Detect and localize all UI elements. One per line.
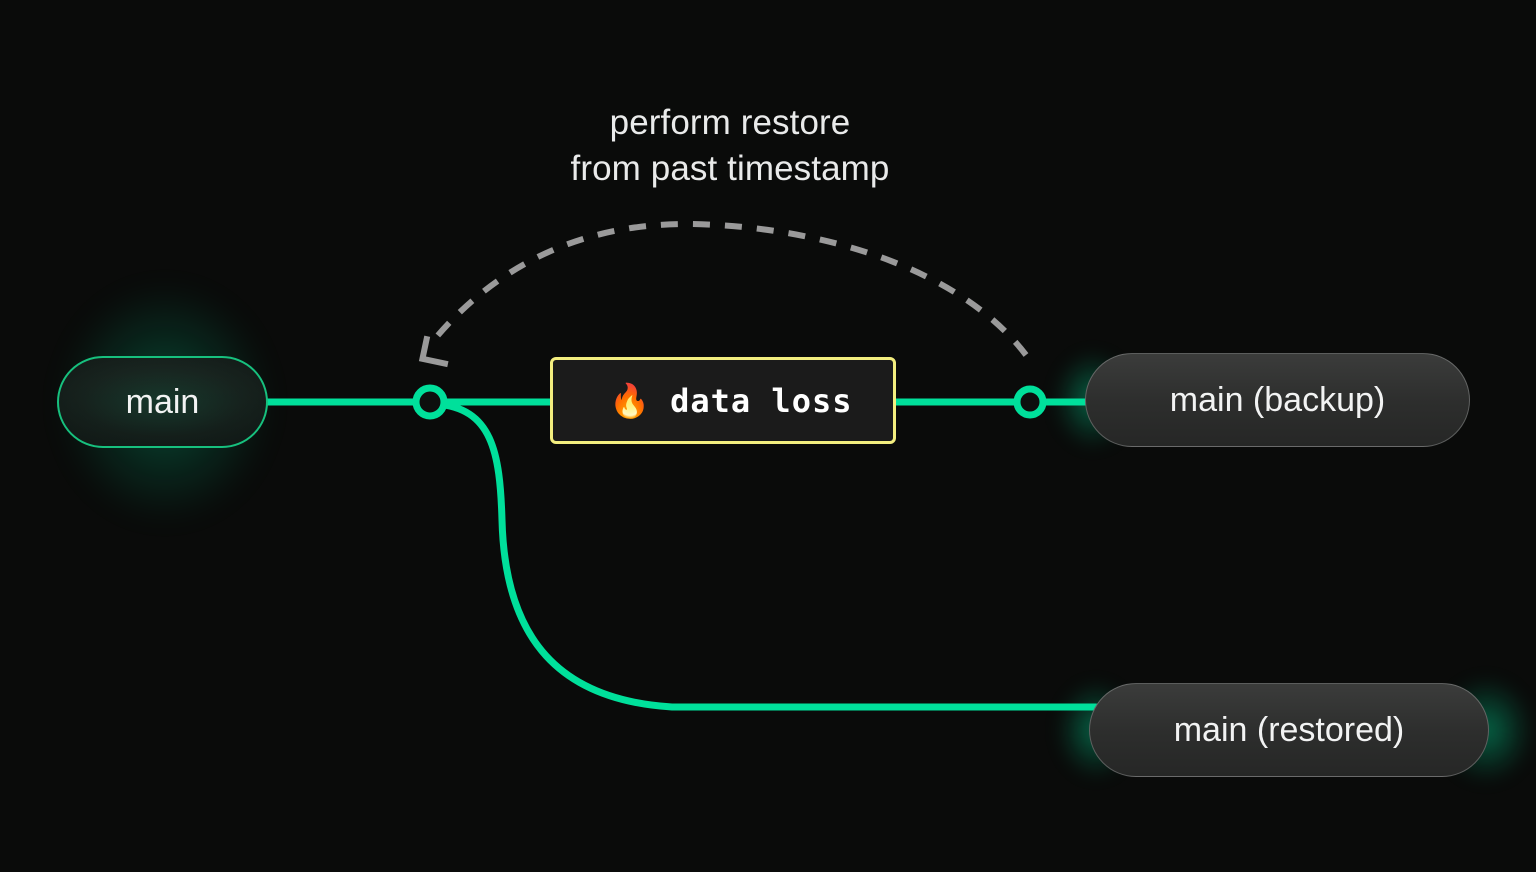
edge-branchpoint-to-restored [432,400,1100,711]
data-loss-box[interactable]: 🔥 data loss [550,357,896,444]
data-loss-label: data loss [670,381,853,420]
restore-annotation-label: perform restore from past timestamp [570,103,890,188]
node-main-label: main [125,382,200,421]
node-main-backup-label: main (backup) [1169,380,1386,419]
node-main-backup[interactable]: main (backup) [1085,353,1470,447]
commit-dot-backup-head [1013,385,1047,419]
node-main[interactable]: main [57,356,268,448]
restore-arrowhead-icon [418,335,449,368]
commit-dot-branch-point [412,384,448,420]
node-main-restored-label: main (restored) [1173,710,1405,749]
node-main-restored[interactable]: main (restored) [1089,683,1489,777]
edge-restore-dashed-arc [426,220,1029,357]
fire-icon: 🔥 [609,381,651,420]
